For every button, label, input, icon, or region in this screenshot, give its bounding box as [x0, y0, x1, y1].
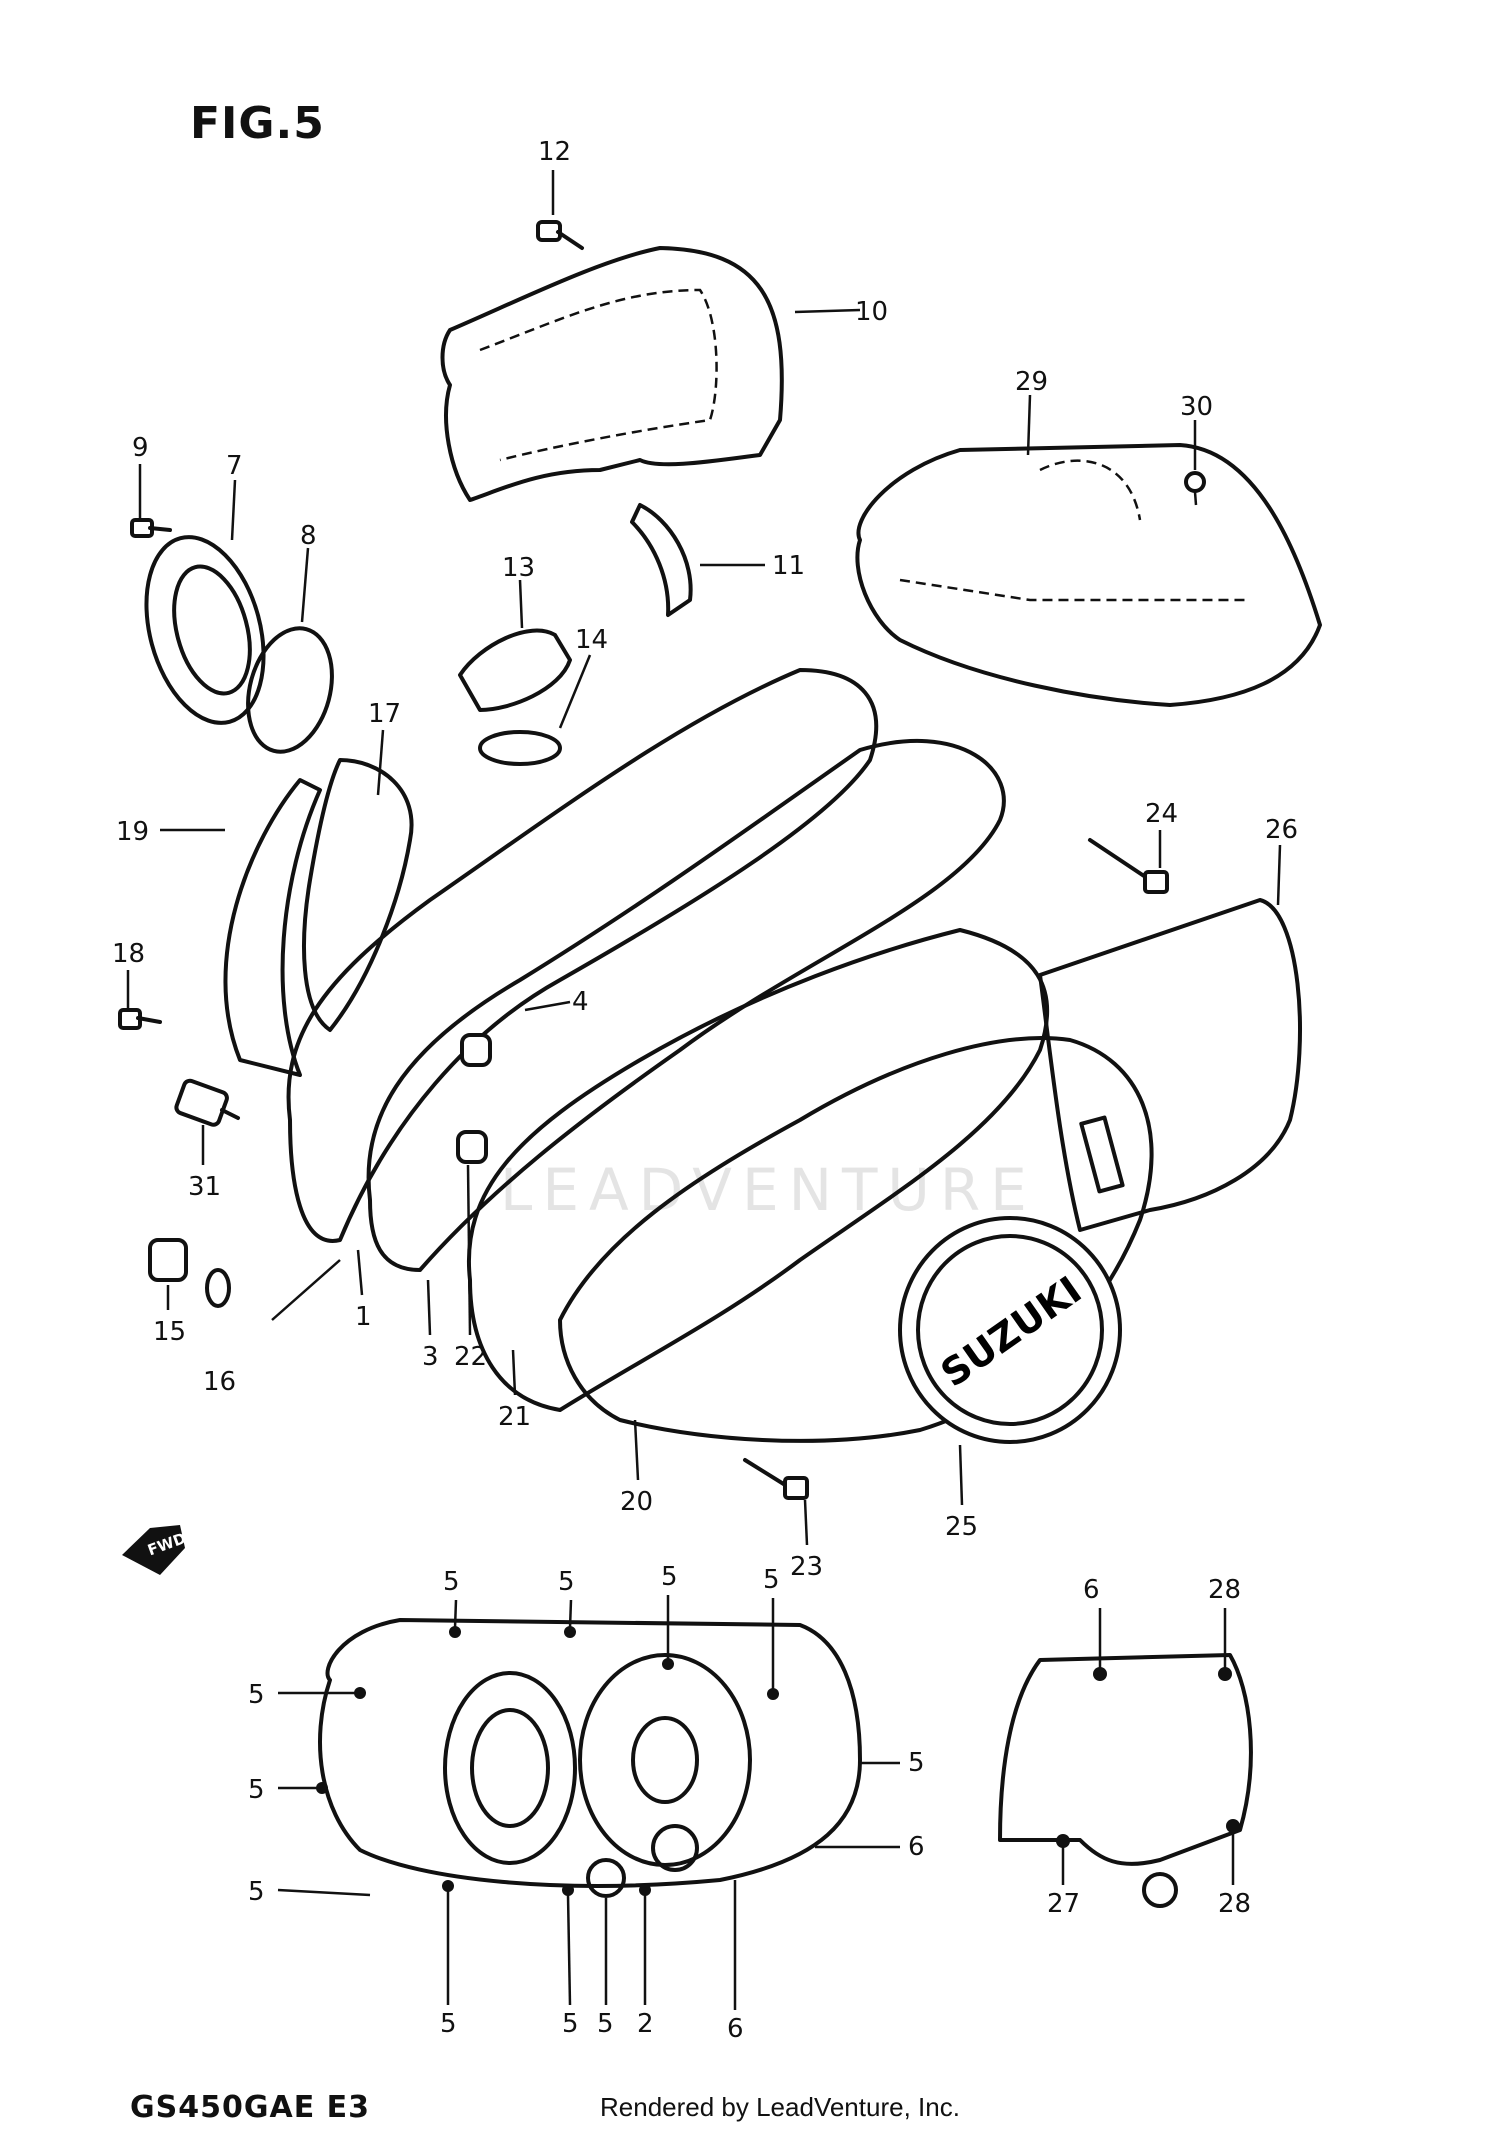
- callout-5: 2: [637, 2009, 654, 2039]
- callout-25: 25: [945, 1512, 978, 1542]
- part-23-bolt: [743, 1458, 809, 1500]
- part-12-bolt: [536, 220, 584, 250]
- model-code: GS450GAE E3: [130, 2090, 370, 2125]
- callout-15: 15: [153, 1317, 186, 1347]
- callout-22: 22: [454, 1342, 487, 1372]
- callout-5: 5: [763, 1565, 780, 1595]
- part-10-sprocket-cover: [440, 246, 784, 502]
- callout-1: 1: [355, 1302, 372, 1332]
- part-11-chain-guide: [630, 503, 693, 617]
- callout-26: 26: [1265, 815, 1298, 845]
- part-18-bolt: [118, 1008, 162, 1030]
- part-7-cover: [144, 535, 266, 725]
- callout-6: 6: [727, 2014, 744, 2044]
- callout-7: 7: [226, 451, 243, 481]
- part-24-bolt: [1088, 838, 1169, 894]
- callout-5: 5: [248, 1680, 265, 1710]
- part-25-emblem-cover: SUZUKI: [898, 1216, 1122, 1444]
- callout-labels: 12 10 29 30 9 7 8 13 11 14 17 19 24 26 1…: [112, 137, 1298, 2044]
- callout-9: 9: [132, 433, 149, 463]
- callout-19: 19: [116, 817, 149, 847]
- inner-cover-view: [318, 1618, 862, 1888]
- callout-2: 5: [597, 2009, 614, 2039]
- callout-27: 28: [1218, 1889, 1251, 1919]
- part-8-o-ring: [246, 626, 334, 754]
- callout-5: 5: [248, 1775, 265, 1805]
- callout-30: 30: [1180, 392, 1213, 422]
- callout-11: 11: [772, 551, 805, 581]
- part-30-screw: [1184, 471, 1206, 506]
- callout-14: 14: [575, 625, 608, 655]
- callout-5: 5: [661, 1562, 678, 1592]
- callout-5: 5: [443, 1567, 460, 1597]
- callout-18: 18: [112, 939, 145, 969]
- callout-5: 5: [248, 1877, 265, 1907]
- callout-13: 13: [502, 553, 535, 583]
- part-3-gasket: [366, 739, 1006, 1272]
- callout-10: 10: [855, 297, 888, 327]
- callout-5: 5: [440, 2009, 457, 2039]
- callout-16: 16: [203, 1367, 236, 1397]
- part-9-bolt: [130, 518, 172, 538]
- callout-6: 5: [908, 1748, 925, 1778]
- callout-21: 21: [498, 1402, 531, 1432]
- callout-24: 24: [1145, 799, 1178, 829]
- callout-20: 20: [620, 1487, 653, 1517]
- part-17-gasket: [302, 758, 414, 1032]
- part-26-side-cover: [1038, 898, 1302, 1232]
- callout-8: 8: [300, 521, 317, 551]
- callout-5: 5: [558, 1567, 575, 1597]
- part-29-cover: [855, 443, 1322, 707]
- callout-28: 27: [1047, 1889, 1080, 1919]
- callout-3: 3: [422, 1342, 439, 1372]
- figure-title: FIG.5: [190, 98, 325, 149]
- part-31-switch: [174, 1078, 240, 1127]
- part-22-dowel-pins: [456, 1033, 492, 1164]
- callout-6: 6: [908, 1832, 925, 1862]
- part-13-filler-cap: [458, 628, 572, 712]
- callout-31: 31: [188, 1172, 221, 1202]
- callout-5: 5: [562, 2009, 579, 2039]
- callout-27: 28: [1208, 1575, 1241, 1605]
- part-19-cover: [223, 778, 322, 1077]
- part-15-drain-plug: [148, 1238, 188, 1282]
- watermark-text: LEADVENTURE: [500, 1156, 1037, 1224]
- part-1-gasket: [286, 668, 879, 1243]
- callout-28: 6: [1083, 1575, 1100, 1605]
- part-16-washer: [205, 1268, 231, 1308]
- callout-29: 29: [1015, 367, 1048, 397]
- front-direction-arrow: FWD: [122, 1525, 188, 1575]
- render-credit: Rendered by LeadVenture, Inc.: [600, 2092, 960, 2122]
- inner-side-cover-view: [998, 1653, 1253, 1866]
- callout-4: 4: [572, 987, 589, 1017]
- part-14-o-ring: [478, 730, 562, 766]
- callout-12: 12: [538, 137, 571, 167]
- bottom-leader-lines: [277, 1595, 1240, 2010]
- callout-23: 23: [790, 1552, 823, 1582]
- leader-lines: [126, 170, 1282, 1546]
- callout-17: 17: [368, 699, 401, 729]
